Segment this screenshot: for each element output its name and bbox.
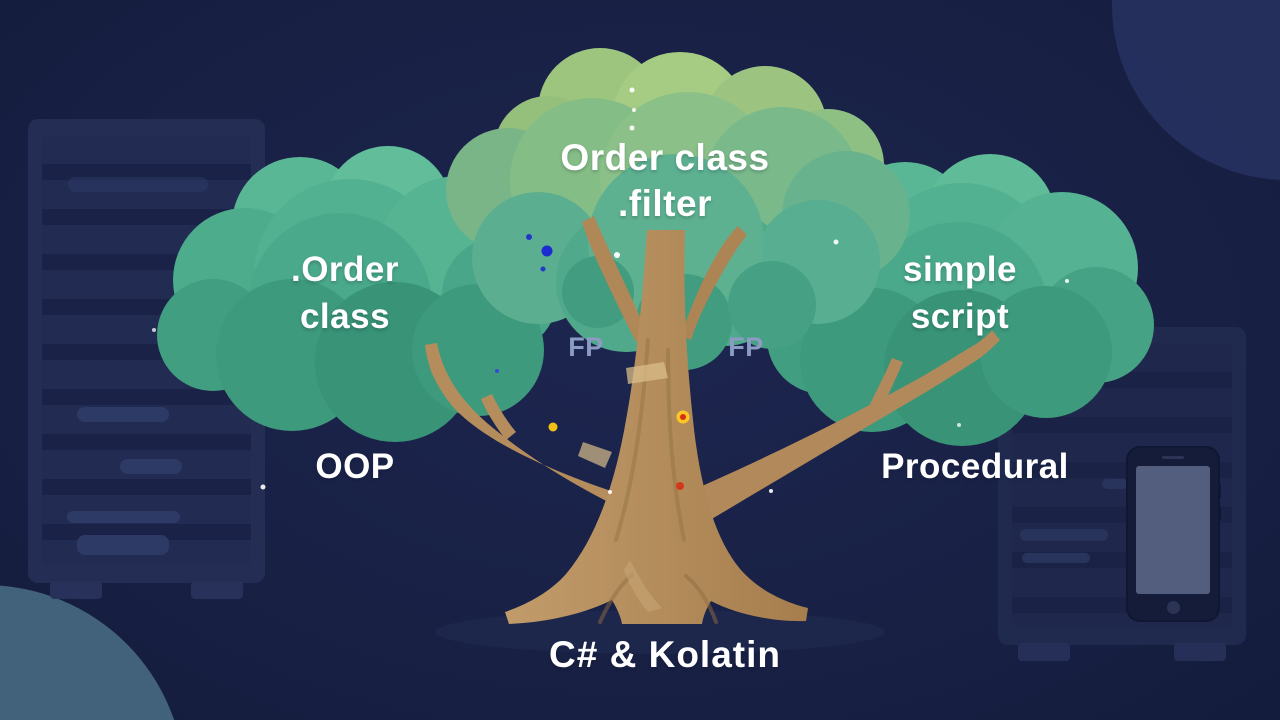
canopy-left-label-line2: class bbox=[299, 297, 391, 336]
ground-shadow bbox=[435, 610, 885, 654]
decor-dots bbox=[152, 87, 1069, 494]
rack-slot-bar bbox=[77, 407, 169, 422]
rack-foot bbox=[1018, 643, 1070, 661]
fp-label-left: FP bbox=[568, 332, 604, 362]
phone-speaker bbox=[1162, 456, 1184, 459]
rack-foot bbox=[1174, 643, 1226, 661]
oop-label: OOP bbox=[315, 447, 395, 486]
canopy-center-label-line2: .filter bbox=[618, 183, 712, 224]
rack-foot bbox=[191, 581, 243, 599]
canopy-center-label-line1: Order class bbox=[560, 137, 770, 178]
canopy-center-label: Order class .filter bbox=[460, 135, 870, 227]
phone-screen bbox=[1136, 466, 1210, 594]
phone-home-button bbox=[1166, 601, 1180, 614]
canopy-left-label: .Order class bbox=[225, 246, 465, 340]
rack-slot-bar bbox=[77, 535, 169, 555]
canopy-right-label-line1: simple bbox=[903, 250, 1017, 289]
canopy-right-label-line2: script bbox=[910, 297, 1010, 336]
trunk-fork-shape bbox=[582, 216, 747, 342]
rack-slot-bar bbox=[1020, 529, 1108, 541]
rack-slot-bar bbox=[1022, 553, 1090, 563]
phone-side-button bbox=[1218, 506, 1221, 520]
canopy-right-label: simple script bbox=[840, 246, 1080, 340]
phone-illustration bbox=[1128, 448, 1221, 620]
procedural-label: Procedural bbox=[881, 447, 1069, 486]
rack-slot-bar bbox=[67, 511, 180, 523]
rack-foot bbox=[50, 581, 102, 599]
rack-slot-bar bbox=[1102, 479, 1128, 489]
tree-trunk-shape bbox=[505, 230, 808, 624]
branch-right-shape bbox=[658, 330, 1000, 545]
canopy-left-label-line1: .Order bbox=[290, 250, 400, 289]
canopy-left-shape bbox=[157, 146, 558, 442]
caption-label: C# & Kolatin bbox=[549, 634, 781, 675]
rack-slot-bar bbox=[120, 459, 182, 474]
rack-slot-bar bbox=[68, 177, 208, 192]
canopy-center-shape bbox=[446, 48, 910, 370]
fp-label-right: FP bbox=[728, 332, 764, 362]
phone-side-button bbox=[1218, 484, 1221, 498]
